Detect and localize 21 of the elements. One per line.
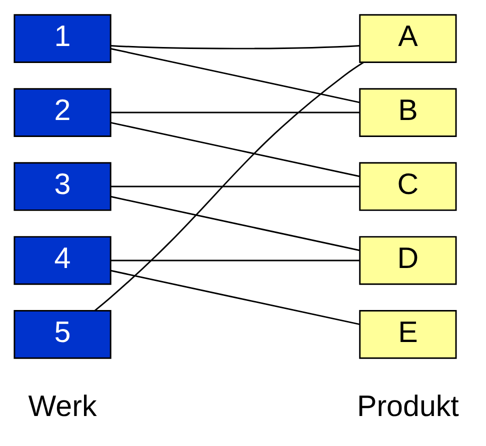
node-box: 1	[14, 14, 112, 62]
connector	[110, 48, 360, 103]
node-box: C	[359, 162, 457, 210]
node-box: D	[359, 236, 457, 284]
label: Produkt	[356, 389, 459, 422]
connector	[110, 111, 360, 113]
node-box: 2	[14, 88, 112, 136]
connector	[110, 121, 360, 177]
connector	[110, 259, 360, 261]
connector	[110, 195, 360, 251]
connector	[110, 185, 360, 187]
node-box: 4	[14, 236, 112, 284]
node-box: E	[359, 310, 457, 358]
connector	[110, 44, 360, 49]
connector	[94, 61, 364, 311]
connector	[110, 269, 360, 325]
node-box: 5	[14, 310, 112, 358]
node-box: 3	[14, 162, 112, 210]
label: Werk	[28, 389, 97, 422]
node-box: A	[359, 14, 457, 62]
node-box: B	[359, 88, 457, 136]
